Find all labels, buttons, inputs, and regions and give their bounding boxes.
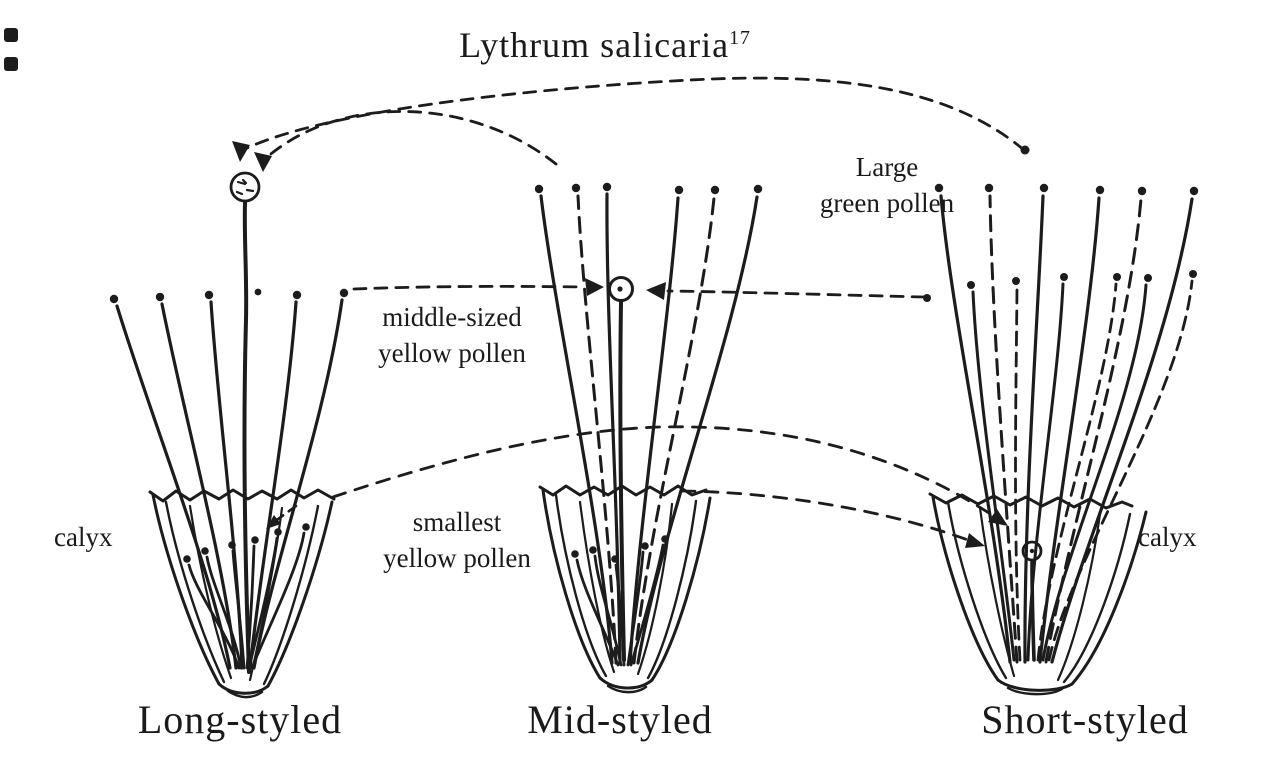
calyx-label-right: calyx xyxy=(1138,522,1197,552)
pollen-arrow-mid-long-stamens-to-long-stigma xyxy=(254,110,558,172)
middle-sized-yellow-pollen-label: middle-sized yellow pollen xyxy=(378,302,526,368)
calyx-of-long-styled xyxy=(148,488,336,699)
mid-styled-flower-illustration xyxy=(534,182,763,694)
short-style xyxy=(1030,560,1036,662)
large-green-pollen-label: Large green pollen xyxy=(819,152,955,218)
long-stamens-of-short-styled xyxy=(934,183,1199,664)
pollen-arrow-short-long-stamens-to-long-stigma xyxy=(232,76,1030,162)
short-stigma xyxy=(1021,540,1043,562)
mid-stamens-of-short-styled xyxy=(967,270,1197,662)
pollen-arrow-long-mid-stamens-to-mid-stigma xyxy=(352,278,604,296)
long-stigma xyxy=(229,171,261,203)
figure-title-footnote-ref: 17 xyxy=(729,27,751,49)
short-styled-form-label: Short-styled xyxy=(981,697,1189,742)
short-stamens-of-mid-styled xyxy=(571,535,669,667)
pollen-arrow-mid-short-stamens-to-short-stigma xyxy=(680,489,985,548)
pollen-arrow-short-mid-stamens-to-mid-stigma xyxy=(646,282,931,302)
figure-title-text: Lythrum salicaria xyxy=(459,25,730,65)
mid-style xyxy=(618,300,626,662)
scan-artifact-marks xyxy=(4,28,18,71)
figure-title: Lythrum salicaria17 xyxy=(400,22,810,70)
long-styled-flower-illustration xyxy=(109,171,349,699)
mid-styled-form-label: Mid-styled xyxy=(527,697,713,742)
long-style xyxy=(242,201,251,674)
short-styled-flower-illustration xyxy=(928,183,1199,696)
long-styled-form-label: Long-styled xyxy=(137,697,343,742)
calyx-of-mid-styled xyxy=(538,484,712,694)
mid-stamens-of-long-styled xyxy=(109,288,349,670)
calyx-of-short-styled xyxy=(928,492,1148,696)
long-stamens-of-mid-styled xyxy=(534,182,763,665)
smallest-yellow-pollen-label: smallest yellow pollen xyxy=(383,507,531,573)
calyx-label-left: calyx xyxy=(54,522,113,552)
mid-stigma xyxy=(608,276,634,302)
small-arrow-to-smallest-anthers xyxy=(266,504,298,529)
legitimate-pollination-arrows xyxy=(232,76,1030,548)
pollen-arrow-long-short-stamens-to-short-stigma xyxy=(331,425,1008,526)
